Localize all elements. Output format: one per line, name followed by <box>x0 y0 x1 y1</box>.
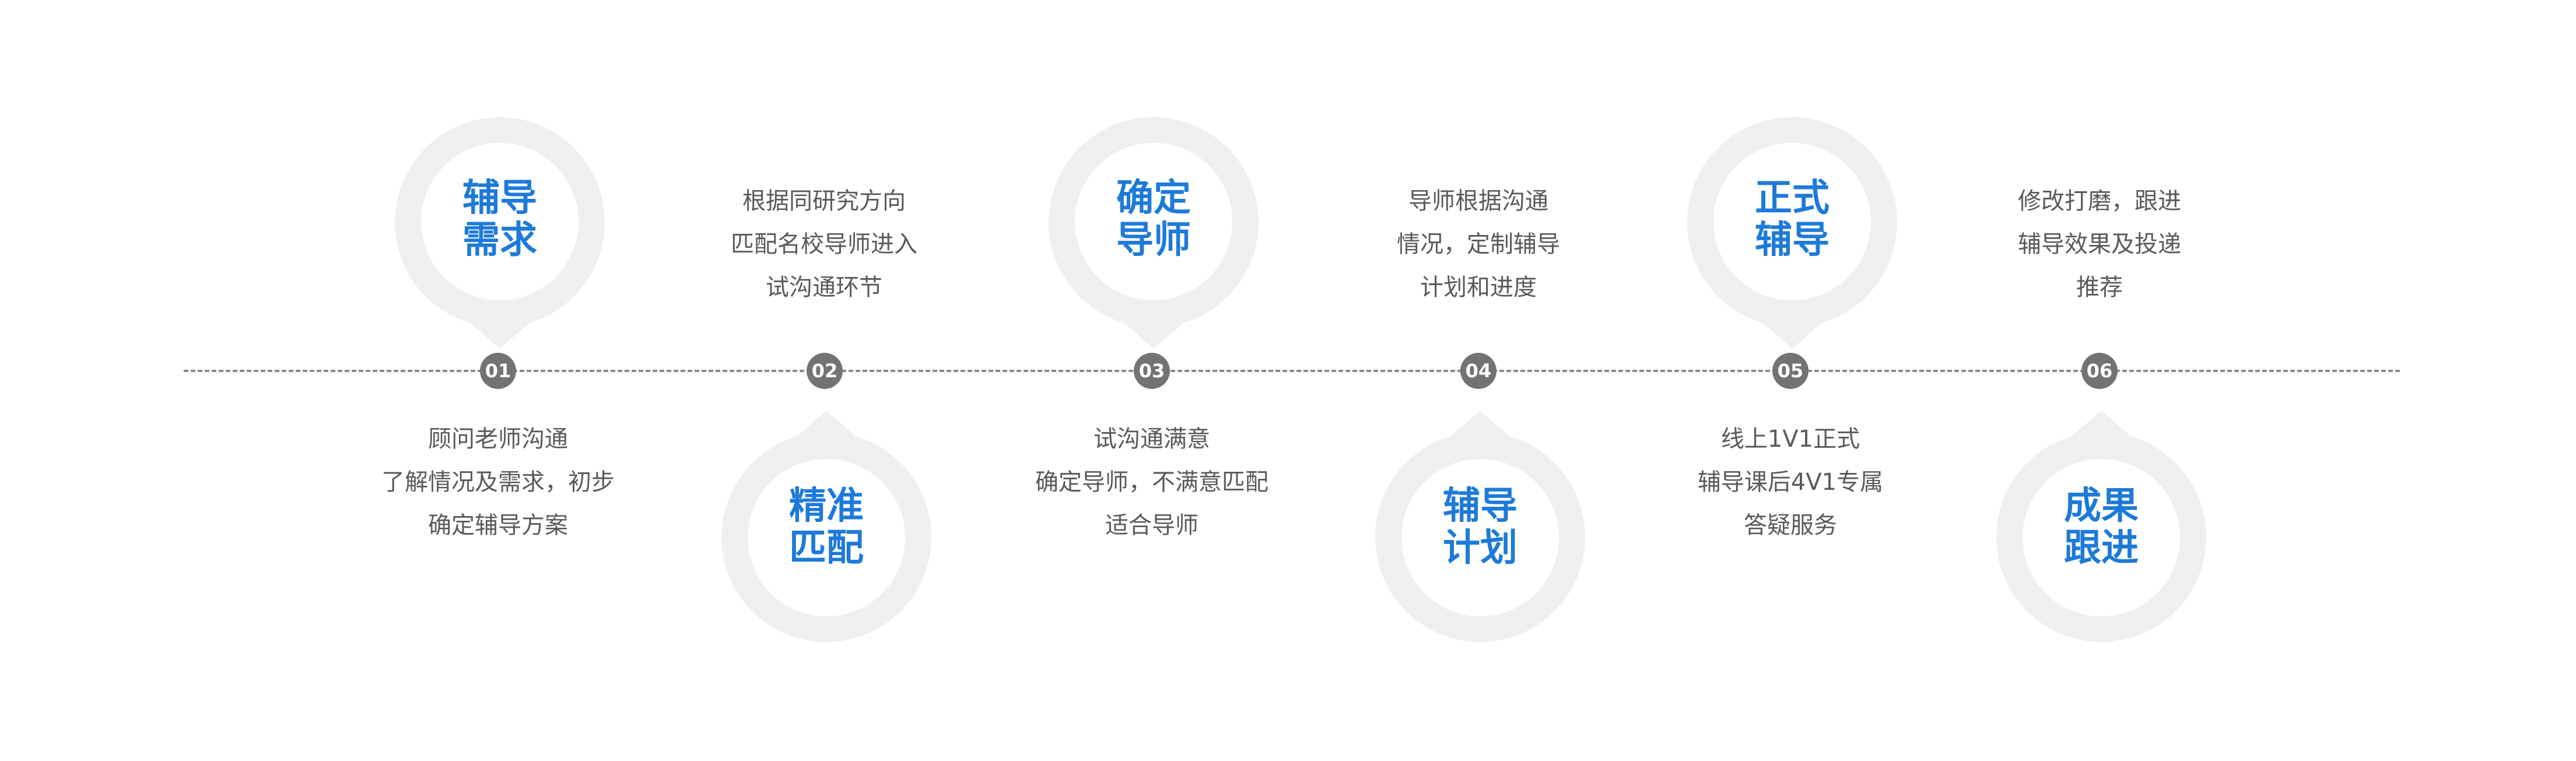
pin-shape <box>1049 117 1259 349</box>
description-line: 确定导师，不满意匹配 <box>1035 469 1268 496</box>
step-1-number-badge: 01 <box>480 353 516 389</box>
step-3-description: 试沟通满意 确定导师，不满意匹配 适合导师 <box>1012 418 1292 547</box>
step-2-pin: 精准 匹配 <box>721 409 931 643</box>
step-title-line: 辅导 <box>1443 485 1517 528</box>
step-4-title: 辅导 计划 <box>1375 485 1585 569</box>
description-line: 线上1V1正式 <box>1720 426 1860 453</box>
step-3-number-badge: 03 <box>1134 353 1170 389</box>
step-5-description: 线上1V1正式 辅导课后4V1专属 答疑服务 <box>1650 418 1930 547</box>
description-line: 修改打磨，跟进 <box>2018 188 2181 215</box>
pin-shape <box>1996 411 2206 642</box>
step-1-pin: 辅导 需求 <box>395 117 605 350</box>
step-title-line: 正式 <box>1755 177 1830 220</box>
step-title-line: 需求 <box>462 219 537 262</box>
description-line: 辅导课后4V1专属 <box>1697 469 1884 496</box>
step-4-number-badge: 04 <box>1460 353 1496 389</box>
step-6-description: 修改打磨，跟进 辅导效果及投递 推荐 <box>1960 180 2239 309</box>
description-line: 试沟通环节 <box>766 274 882 301</box>
description-line: 答疑服务 <box>1744 512 1837 539</box>
pin-shape <box>1687 117 1897 349</box>
description-line: 辅导效果及投递 <box>2018 231 2181 258</box>
timeline-dashed-line <box>184 370 2400 372</box>
step-2-number-badge: 02 <box>807 353 843 389</box>
step-4-description: 导师根据沟通 情况，定制辅导 计划和进度 <box>1338 180 1618 309</box>
step-3-title: 确定 导师 <box>1049 177 1259 261</box>
step-title-line: 确定 <box>1116 177 1191 220</box>
step-2-title: 精准 匹配 <box>721 485 931 569</box>
description-line: 确定辅导方案 <box>428 512 568 539</box>
step-1-title: 辅导 需求 <box>395 177 605 261</box>
description-line: 导师根据沟通 <box>1408 188 1548 215</box>
description-line: 顾问老师沟通 <box>428 426 568 453</box>
step-6-title: 成果 跟进 <box>1996 485 2206 569</box>
step-title-line: 精准 <box>789 485 864 528</box>
description-line: 试沟通满意 <box>1094 426 1210 453</box>
step-5-title: 正式 辅导 <box>1687 177 1897 261</box>
description-line: 匹配名校导师进入 <box>731 231 917 258</box>
description-line: 计划和进度 <box>1420 274 1537 301</box>
step-4-pin: 辅导 计划 <box>1375 409 1585 643</box>
step-title-line: 辅导 <box>462 177 537 220</box>
step-3-pin: 确定 导师 <box>1049 117 1259 350</box>
step-5-pin: 正式 辅导 <box>1687 117 1897 350</box>
step-5-number-badge: 05 <box>1772 353 1809 389</box>
step-title-line: 匹配 <box>789 527 864 570</box>
description-line: 适合导师 <box>1105 512 1198 539</box>
step-title-line: 成果 <box>2064 485 2139 528</box>
description-line: 推荐 <box>2076 274 2123 301</box>
step-2-description: 根据同研究方向 匹配名校导师进入 试沟通环节 <box>684 180 964 309</box>
step-title-line: 辅导 <box>1755 219 1830 262</box>
description-line: 根据同研究方向 <box>742 188 906 215</box>
pin-shape <box>395 117 605 349</box>
step-6-pin: 成果 跟进 <box>1996 409 2206 643</box>
description-line: 情况，定制辅导 <box>1397 231 1560 258</box>
step-title-line: 跟进 <box>2064 527 2139 570</box>
step-6-number-badge: 06 <box>2081 353 2118 389</box>
pin-shape <box>1375 411 1585 642</box>
step-1-description: 顾问老师沟通 了解情况及需求，初步 确定辅导方案 <box>358 418 638 547</box>
step-title-line: 导师 <box>1116 219 1191 262</box>
step-title-line: 计划 <box>1443 527 1517 570</box>
pin-shape <box>721 411 931 642</box>
description-line: 了解情况及需求，初步 <box>381 469 615 496</box>
